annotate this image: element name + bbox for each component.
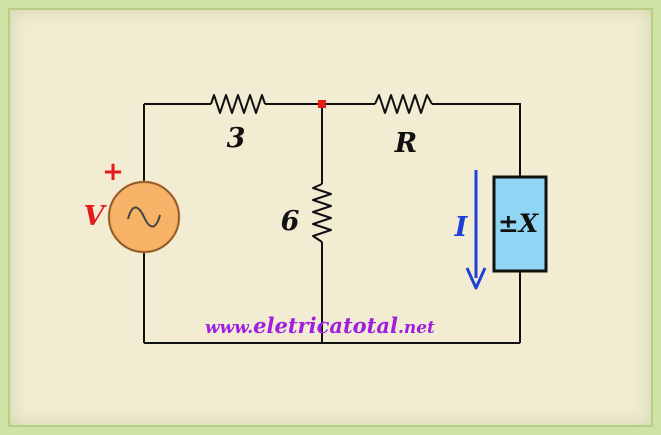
current-label: I [454,212,469,243]
ac-source [107,180,181,254]
ac-source-outline [108,181,180,253]
component-box [492,175,548,273]
watermark-prefix: www. [205,318,253,338]
watermark-suffix: .net [398,318,435,338]
node-dot [318,100,326,108]
current-arrow [465,170,487,290]
watermark: www.eletricatotal.net [205,313,435,338]
resistor-3 [210,94,266,114]
component-box-label: ±X [498,209,540,238]
sine-wave-icon [127,206,161,228]
resistor-r-label: R [394,128,417,159]
source-polarity-label: + [102,157,124,187]
watermark-main: eletricatotal [253,313,398,338]
resistor-r [374,94,433,114]
resistor-6-label: 6 [281,206,300,237]
source-label: V [84,201,108,232]
circuit-wires [143,103,521,344]
resistor-6 [312,183,332,243]
wire-top-right [432,103,521,177]
resistor-3-label: 3 [227,123,246,154]
